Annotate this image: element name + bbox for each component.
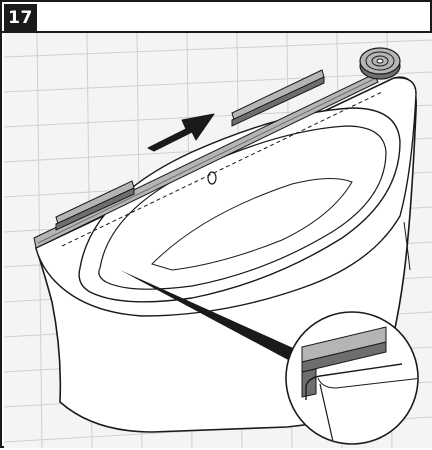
step-number-badge: 17 [4, 4, 37, 31]
sealing-strip [33, 73, 383, 249]
arrow-right-icon [147, 113, 215, 152]
step-number: 17 [8, 7, 33, 28]
detail-magnifier [285, 311, 419, 445]
header-divider [2, 31, 432, 33]
detail-leader [120, 270, 302, 362]
strip-clips [55, 69, 325, 231]
tape-roll [359, 47, 401, 80]
